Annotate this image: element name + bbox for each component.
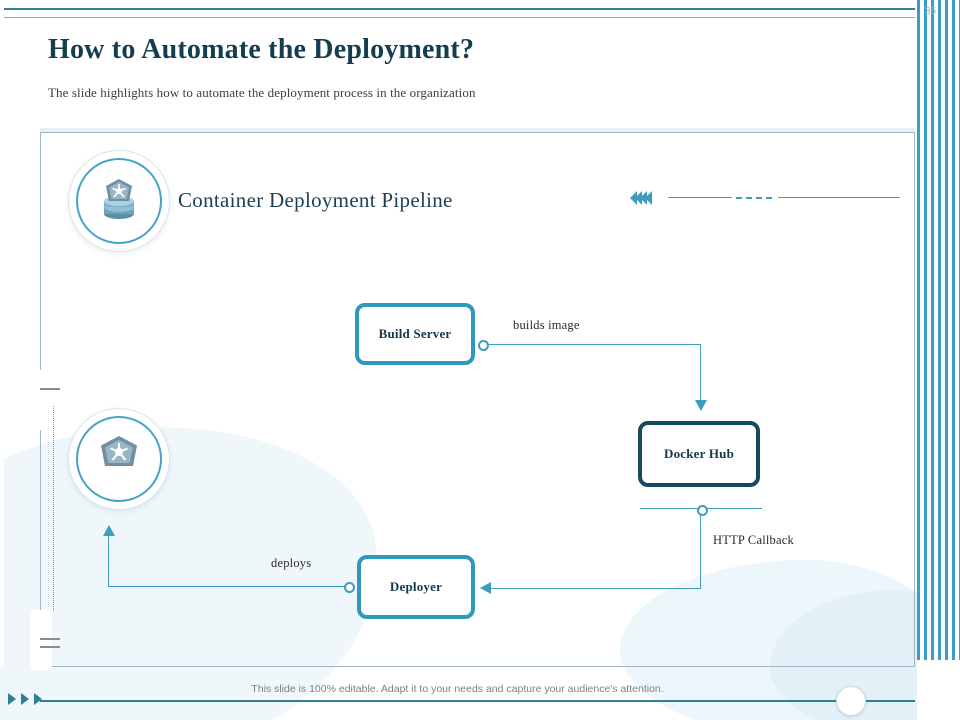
frame-tick-lower-a	[40, 638, 60, 640]
kubernetes-icon-badge	[68, 408, 170, 510]
diagram-heading: Container Deployment Pipeline	[178, 188, 453, 212]
badge-ring	[76, 416, 162, 502]
page-number: 35	[925, 6, 937, 17]
triangle-right-icon	[8, 693, 16, 705]
badge-ring	[76, 158, 162, 244]
decorative-hatched-band-mask	[917, 660, 960, 720]
edge-builds-image-source-dot	[478, 340, 489, 351]
edge-label-deploys: deploys	[271, 556, 312, 570]
edge-label-http-callback: HTTP Callback	[713, 533, 794, 547]
edge-http-callback-vertical	[700, 508, 701, 588]
chevron-left-icon	[645, 191, 652, 205]
page-title: How to Automate the Deployment?	[48, 34, 475, 65]
chevron-left-icon	[640, 191, 647, 205]
heading-line-segment-2	[778, 197, 900, 198]
node-build-server[interactable]: Build Server	[355, 303, 477, 367]
footer-circle-marker	[836, 686, 866, 716]
edge-builds-image-vertical	[700, 344, 701, 404]
kubernetes-database-icon-badge	[68, 150, 170, 252]
content-frame-shadow	[40, 128, 915, 132]
triangle-right-icon	[21, 693, 29, 705]
edge-http-callback-source-dot	[697, 505, 708, 516]
node-label: Deployer	[389, 579, 443, 594]
heading-line-dashed	[736, 197, 772, 199]
page-subtitle: The slide highlights how to automate the…	[48, 85, 476, 100]
edge-builds-image-arrowhead	[695, 400, 707, 411]
chevron-left-icon-group	[630, 191, 652, 205]
node-docker-hub[interactable]: Docker Hub	[638, 421, 762, 489]
decorative-hatched-band	[917, 0, 960, 720]
triangle-right-icon	[34, 693, 42, 705]
edge-builds-image-horizontal	[485, 344, 701, 345]
footer-triangle-icon-group	[8, 693, 42, 705]
node-deployer[interactable]: Deployer	[357, 555, 477, 621]
frame-tick-upper	[40, 388, 60, 390]
heading-line-segment-1	[668, 197, 732, 198]
left-edge-mask	[0, 8, 4, 668]
edge-http-callback-arrowhead	[480, 582, 491, 594]
frame-left-gap-upper	[30, 370, 52, 430]
edge-label-builds-image: builds image	[513, 318, 580, 332]
chevron-left-icon	[635, 191, 642, 205]
edge-deploys-horizontal	[108, 586, 348, 587]
node-label: Docker Hub	[663, 446, 734, 461]
header-rule-secondary	[0, 17, 915, 18]
frame-tick-lower-b	[40, 646, 60, 648]
kubernetes-icon	[101, 436, 137, 466]
edge-deploys-vertical	[108, 528, 109, 586]
header-rule-primary	[0, 8, 915, 10]
edge-http-callback-horizontal	[485, 588, 701, 589]
footer-note: This slide is 100% editable. Adapt it to…	[251, 683, 664, 695]
edge-deploys-source-dot	[344, 582, 355, 593]
frame-left-gap-lower	[30, 610, 52, 670]
kubernetes-database-icon	[104, 179, 134, 219]
edge-deploys-arrowhead	[103, 525, 115, 536]
frame-dotted-divider	[53, 406, 54, 611]
node-label: Build Server	[378, 326, 452, 341]
chevron-left-icon	[630, 191, 637, 205]
footer-rule	[40, 700, 915, 702]
